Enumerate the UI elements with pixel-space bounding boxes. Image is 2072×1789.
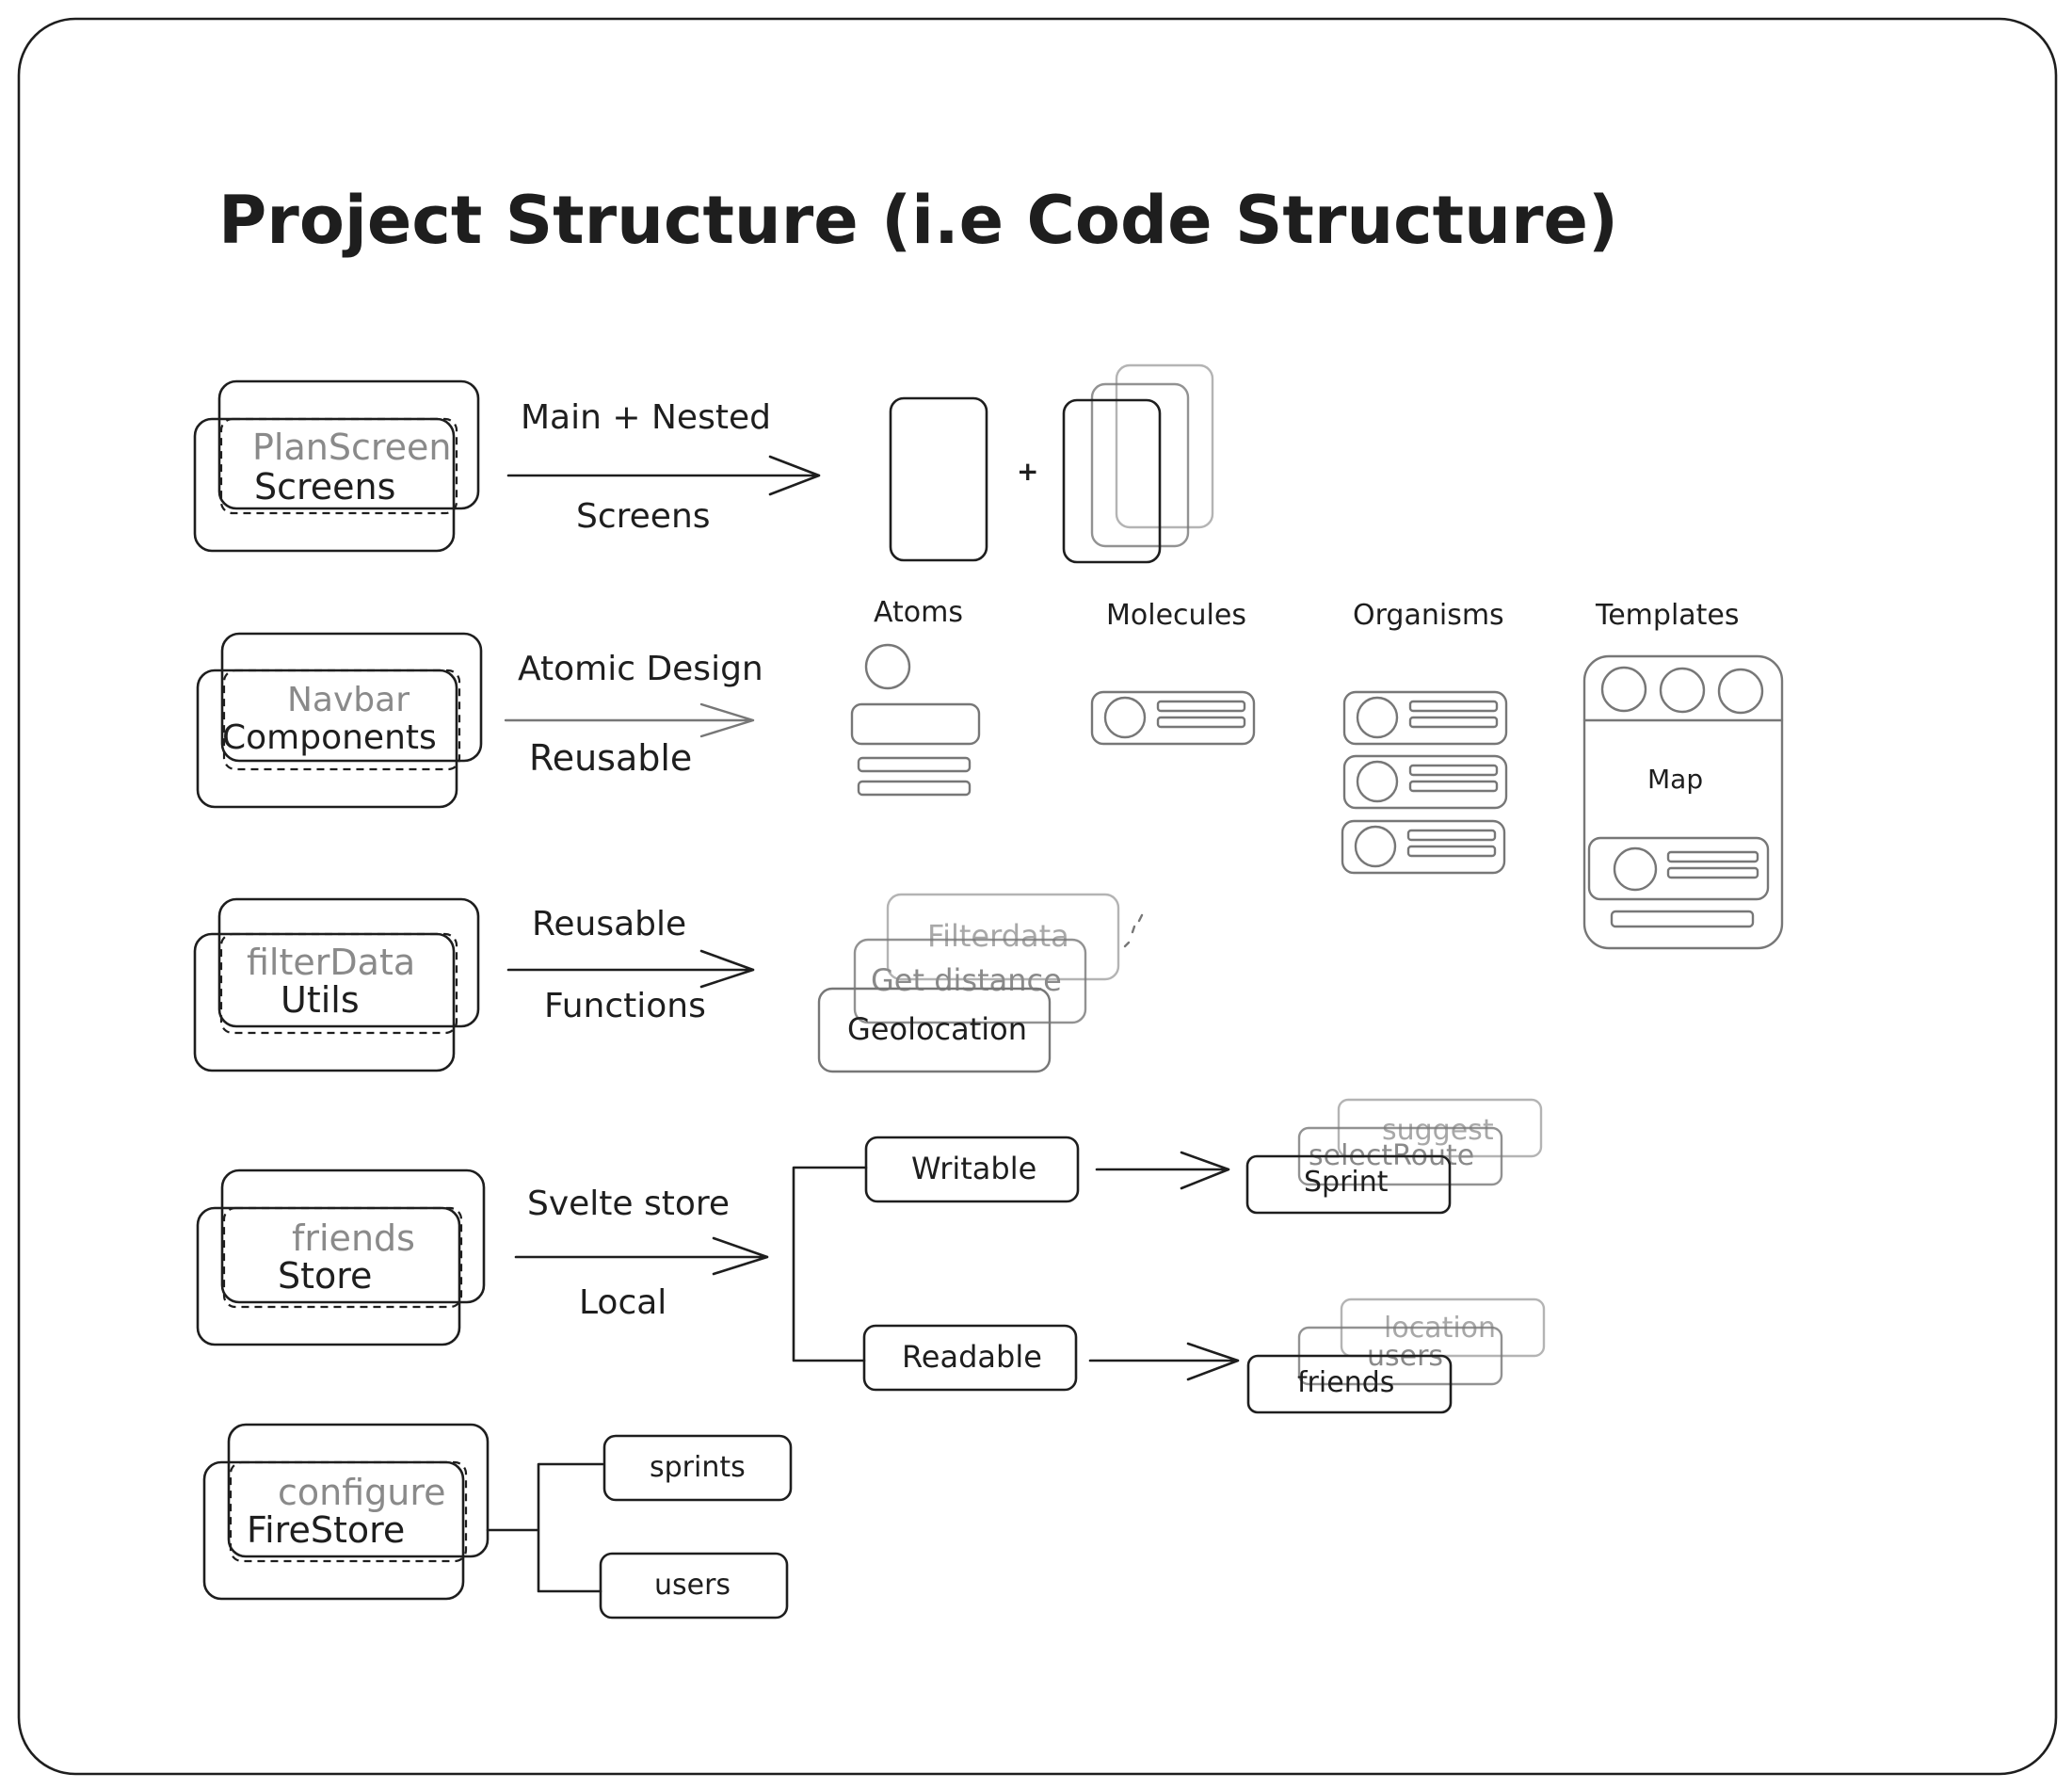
components-arrow-bottom-label: Reusable: [529, 737, 692, 779]
screens-back-box[interactable]: [217, 379, 480, 510]
components-arrow: [504, 702, 755, 738]
atom-bar-2: [857, 780, 972, 797]
store-front-label: Store: [278, 1255, 372, 1297]
utils-inner-dashed: [219, 932, 458, 1035]
utils-arrow: [506, 949, 755, 989]
function-card-getdistance: [853, 938, 1087, 1024]
firestore-back-label: configure: [278, 1472, 446, 1513]
page-title: Project Structure (i.e Code Structure): [218, 182, 1618, 259]
writable-arrow: [1095, 1151, 1230, 1190]
utils-arrow-top-label: Reusable: [532, 905, 686, 943]
writable-sprint-label: Sprint: [1304, 1166, 1389, 1199]
components-arrow-top-label: Atomic Design: [518, 650, 763, 688]
firestore-back-box[interactable]: [227, 1423, 490, 1558]
atom-bar-1: [857, 756, 972, 773]
templates-label: Templates: [1595, 599, 1740, 632]
screens-arrow-bottom-label: Screens: [576, 497, 711, 536]
writable-box[interactable]: [864, 1136, 1080, 1203]
function-getdistance-label: Get distance: [871, 962, 1062, 998]
screens-back-label: PlanScreen: [252, 427, 452, 468]
collection-users-box[interactable]: [599, 1552, 789, 1620]
readable-stack: location users friends: [1246, 1297, 1546, 1414]
collection-sprints-box[interactable]: [602, 1434, 793, 1502]
function-card-filterdata: [886, 893, 1120, 981]
firestore-front-box[interactable]: [202, 1460, 465, 1601]
row-utils: filterData Utils Reusable Functions Filt…: [193, 893, 1144, 1073]
screens-inner-dashed: [219, 417, 458, 515]
utils-back-box[interactable]: [217, 897, 480, 1028]
molecule-line-1: [1156, 700, 1246, 713]
writable-suggest-label: suggest: [1382, 1114, 1494, 1147]
store-arrow-bottom-label: Local: [579, 1283, 667, 1322]
readable-friends-label: friends: [1297, 1366, 1394, 1399]
nested-screen-front: [1062, 398, 1162, 564]
molecule-circle: [1103, 696, 1147, 739]
readable-arrow: [1088, 1342, 1240, 1381]
store-arrow: [514, 1236, 769, 1276]
nested-screen-back-2: [1115, 363, 1214, 529]
store-arrow-top-label: Svelte store: [527, 1185, 730, 1223]
molecules-label: Molecules: [1106, 599, 1246, 632]
atom-button: [850, 702, 981, 746]
function-card-geolocation: [817, 987, 1052, 1073]
collection-sprints-label: sprints: [650, 1451, 746, 1484]
molecule-card: [1090, 690, 1256, 746]
function-filterdata-label: Filterdata: [927, 918, 1069, 954]
organisms-label: Organisms: [1353, 599, 1504, 632]
outer-frame: [17, 17, 2058, 1776]
nested-screen-back-1: [1090, 382, 1190, 548]
utils-front-label: Utils: [281, 979, 360, 1021]
firestore-inner-dashed: [229, 1460, 468, 1563]
readable-box[interactable]: [862, 1324, 1078, 1392]
template-map-label: Map: [1647, 764, 1703, 795]
utils-arrow-bottom-label: Functions: [544, 987, 706, 1025]
components-front-box[interactable]: [196, 669, 458, 809]
row-firestore: configure FireStore sprints users: [202, 1423, 793, 1620]
store-inner-dashed: [222, 1206, 463, 1309]
row-components: Navbar Components Atomic Design Reusable…: [196, 596, 1784, 950]
components-back-label: Navbar: [287, 681, 410, 719]
plus-sign: +: [1017, 456, 1038, 487]
firestore-branch-bracket: [486, 1462, 604, 1593]
main-screen-shape: [889, 396, 988, 562]
firestore-front-label: FireStore: [247, 1509, 405, 1551]
function-geolocation-label: Geolocation: [847, 1011, 1027, 1047]
utils-front-box[interactable]: [193, 932, 456, 1072]
atoms-label: Atoms: [874, 596, 963, 629]
template-phone: Map: [1582, 654, 1784, 950]
components-inner-dashed: [222, 669, 461, 771]
components-back-box[interactable]: [220, 632, 483, 763]
screens-arrow-top-label: Main + Nested: [521, 398, 771, 437]
writable-stack: suggest selectRoute Sprint: [1245, 1098, 1543, 1215]
ellipsis-mark: [1123, 913, 1144, 948]
components-front-label: Components: [222, 718, 437, 757]
atom-circle: [864, 643, 911, 690]
store-back-label: friends: [292, 1217, 415, 1259]
writable-label: Writable: [911, 1151, 1036, 1186]
screens-front-box[interactable]: [193, 417, 456, 553]
organism-stack: [1341, 690, 1508, 875]
collection-users-label: users: [654, 1569, 731, 1602]
row-store: friends Store Svelte store Local Writabl…: [196, 1098, 1546, 1414]
utils-function-stack: Filterdata Get distance Geolocation: [817, 893, 1144, 1073]
readable-label: Readable: [902, 1339, 1042, 1375]
store-back-box[interactable]: [220, 1168, 486, 1304]
store-branch-bracket: [792, 1166, 868, 1362]
molecule-line-2: [1156, 716, 1246, 729]
row-screens: PlanScreen Screens Main + Nested Screens…: [193, 363, 1214, 564]
utils-back-label: filterData: [247, 942, 415, 983]
screens-front-label: Screens: [254, 466, 395, 508]
screens-arrow: [506, 455, 821, 496]
